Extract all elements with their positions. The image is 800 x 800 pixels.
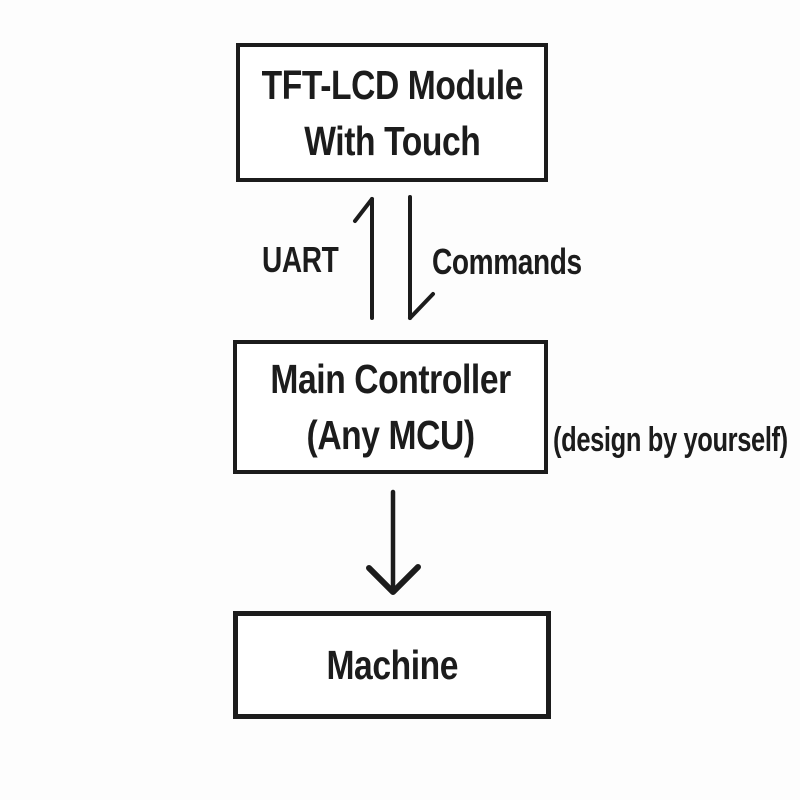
machine-label: Machine [326, 637, 458, 693]
main-controller-label-line1: Main Controller [270, 356, 511, 402]
main-controller-label-line2: (Any MCU) [306, 412, 475, 458]
uart-edge-label: UART [262, 239, 339, 280]
commands-edge-label: Commands [432, 241, 582, 282]
main-controller-label: Main Controller (Any MCU) [270, 351, 511, 463]
machine-node: Machine [233, 611, 551, 719]
design-by-yourself-note: (design by yourself) [553, 421, 788, 459]
controller-to-machine-arrow [366, 489, 421, 595]
uart-up-arrow [353, 197, 374, 320]
tft-lcd-module-label-line1: TFT-LCD Module [261, 61, 523, 108]
tft-lcd-module-label: TFT-LCD Module With Touch [261, 57, 523, 169]
commands-down-arrow [408, 195, 435, 320]
tft-lcd-module-node: TFT-LCD Module With Touch [236, 43, 548, 182]
tft-lcd-module-label-line2: With Touch [303, 117, 481, 164]
machine-label-line1: Machine [326, 642, 458, 688]
main-controller-node: Main Controller (Any MCU) [233, 340, 548, 474]
